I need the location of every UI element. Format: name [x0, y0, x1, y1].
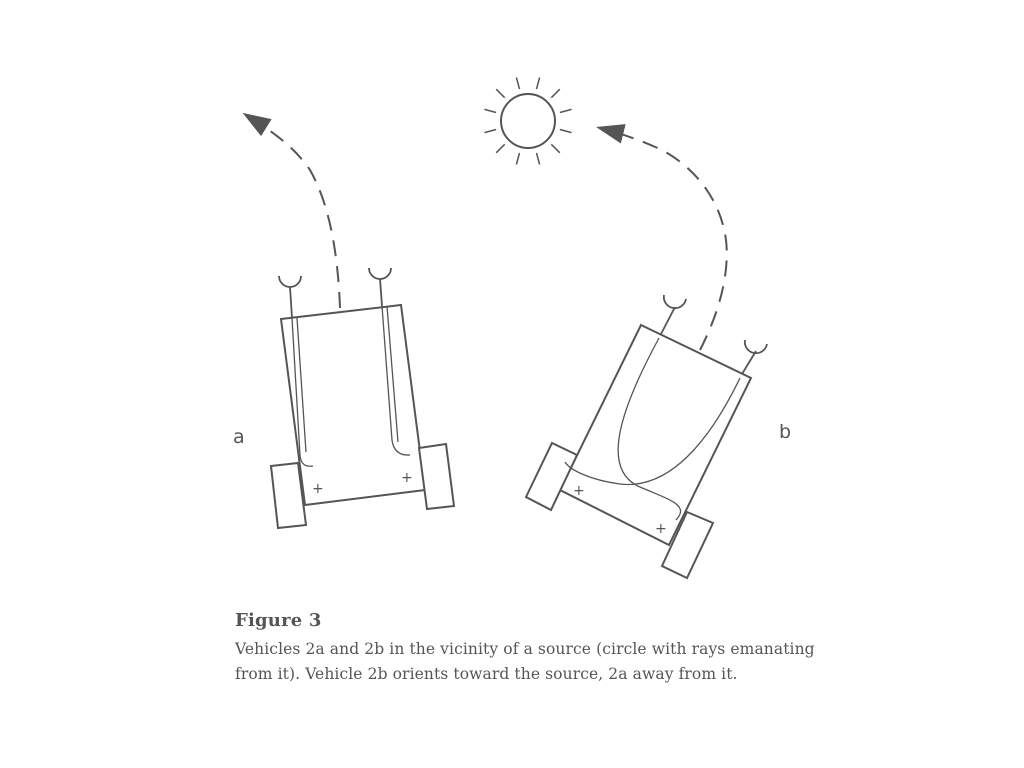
- vehicle-b-body: [558, 323, 753, 547]
- vehicle-a-path: [242, 112, 341, 309]
- vehicle-b-left-motor-plus: +: [573, 483, 585, 499]
- vehicle-a-left-sensor: [278, 275, 302, 319]
- sun-ray: [515, 152, 521, 165]
- vehicle-b-left-sensor-wire: [617, 337, 682, 521]
- vehicle-a-right-wheel: [417, 442, 456, 511]
- vehicle-b-left-sensor: [660, 294, 687, 335]
- sun-ray: [495, 143, 506, 154]
- sun-ray: [484, 128, 497, 134]
- vehicle-a-left-wire-inner: [296, 317, 307, 453]
- vehicle-b: + +: [524, 294, 768, 580]
- vehicle-b-right-wheel: [660, 510, 715, 580]
- sun-ray: [515, 77, 521, 90]
- sun-ray: [559, 108, 572, 114]
- vehicle-a-label: a: [233, 426, 245, 448]
- vehicle-a: + +: [269, 267, 456, 530]
- vehicle-a-right-motor-plus: +: [401, 470, 413, 486]
- sun-rays: [484, 77, 572, 165]
- vehicle-b-right-sensor-wire: [564, 377, 741, 486]
- light-source-sun: [484, 77, 572, 165]
- sun-ray: [559, 128, 572, 134]
- vehicle-b-label: b: [779, 421, 791, 443]
- caption-text: Vehicles 2a and 2b in the vicinity of a …: [235, 640, 815, 683]
- sun-ray: [484, 108, 497, 114]
- sun-ray: [495, 88, 506, 99]
- figure-caption: Figure 3 Vehicles 2a and 2b in the vicin…: [235, 610, 835, 687]
- vehicle-a-right-wire-inner: [386, 305, 399, 443]
- vehicle-a-right-wire: [381, 305, 411, 456]
- vehicle-b-right-motor-plus: +: [655, 521, 667, 537]
- vehicle-a-right-sensor: [368, 267, 392, 307]
- sun-ray: [535, 152, 541, 165]
- vehicle-a-left-wheel: [269, 461, 308, 530]
- vehicle-a-left-wire: [291, 317, 314, 467]
- vehicle-a-left-motor-plus: +: [312, 481, 324, 497]
- vehicle-b-right-sensor: [741, 339, 768, 375]
- sun-ray: [550, 88, 561, 99]
- vehicle-b-path: [596, 124, 728, 351]
- sun-ray: [550, 143, 561, 154]
- sun-ray: [535, 77, 541, 90]
- caption-title: Figure 3: [235, 610, 322, 631]
- vehicle-b-left-wheel: [524, 441, 579, 512]
